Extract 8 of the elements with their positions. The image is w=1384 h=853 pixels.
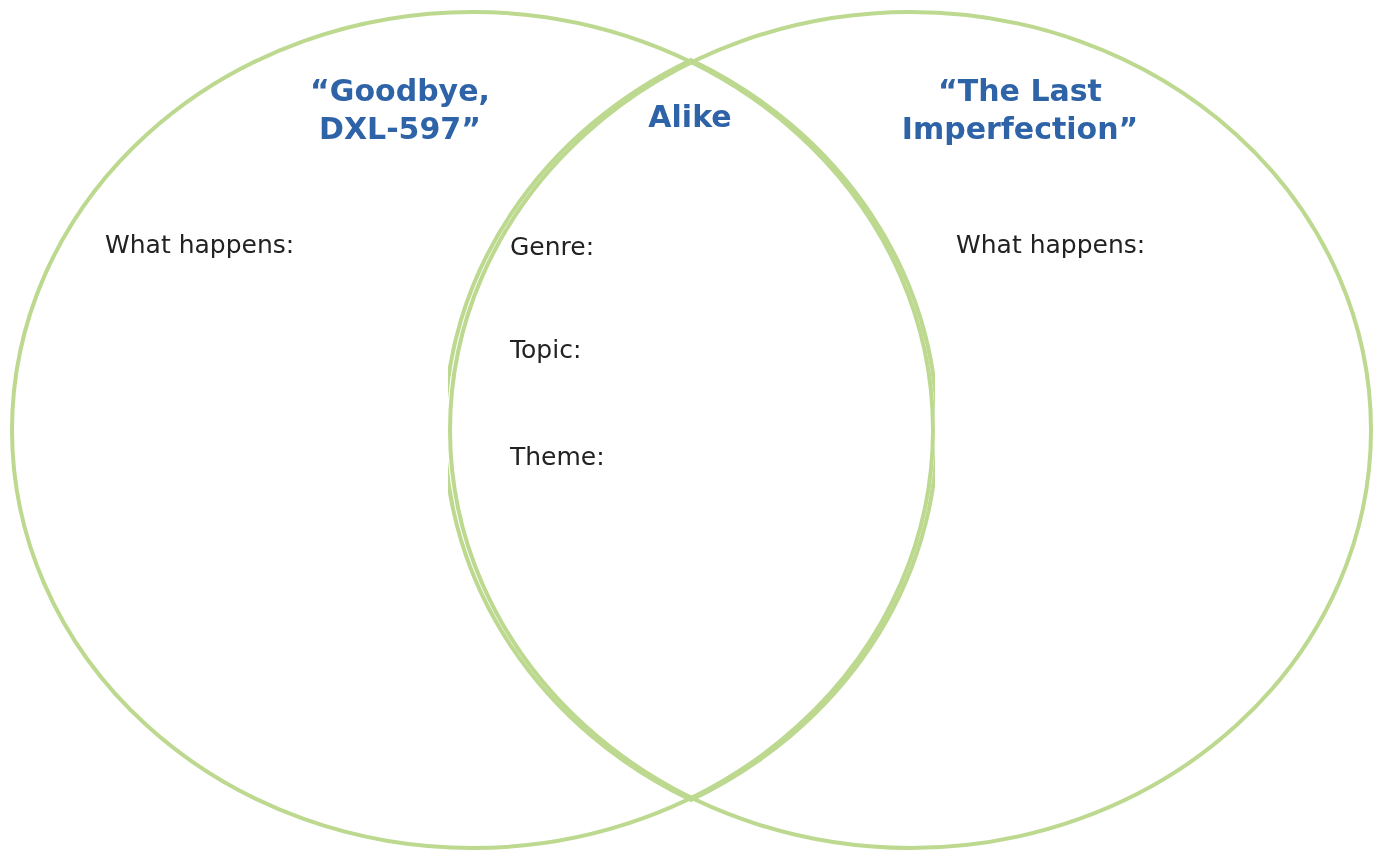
prompt-label: Topic: xyxy=(510,335,582,364)
circle-heading: Alike xyxy=(647,98,733,136)
circle-heading: “Goodbye, DXL-597” xyxy=(309,72,491,148)
prompt-label: What happens: xyxy=(105,230,295,259)
prompt-label: Theme: xyxy=(510,442,605,471)
circle-heading: “The Last Imperfection” xyxy=(900,72,1140,148)
prompt-label: What happens: xyxy=(956,230,1146,259)
prompt-label: Genre: xyxy=(510,232,595,261)
